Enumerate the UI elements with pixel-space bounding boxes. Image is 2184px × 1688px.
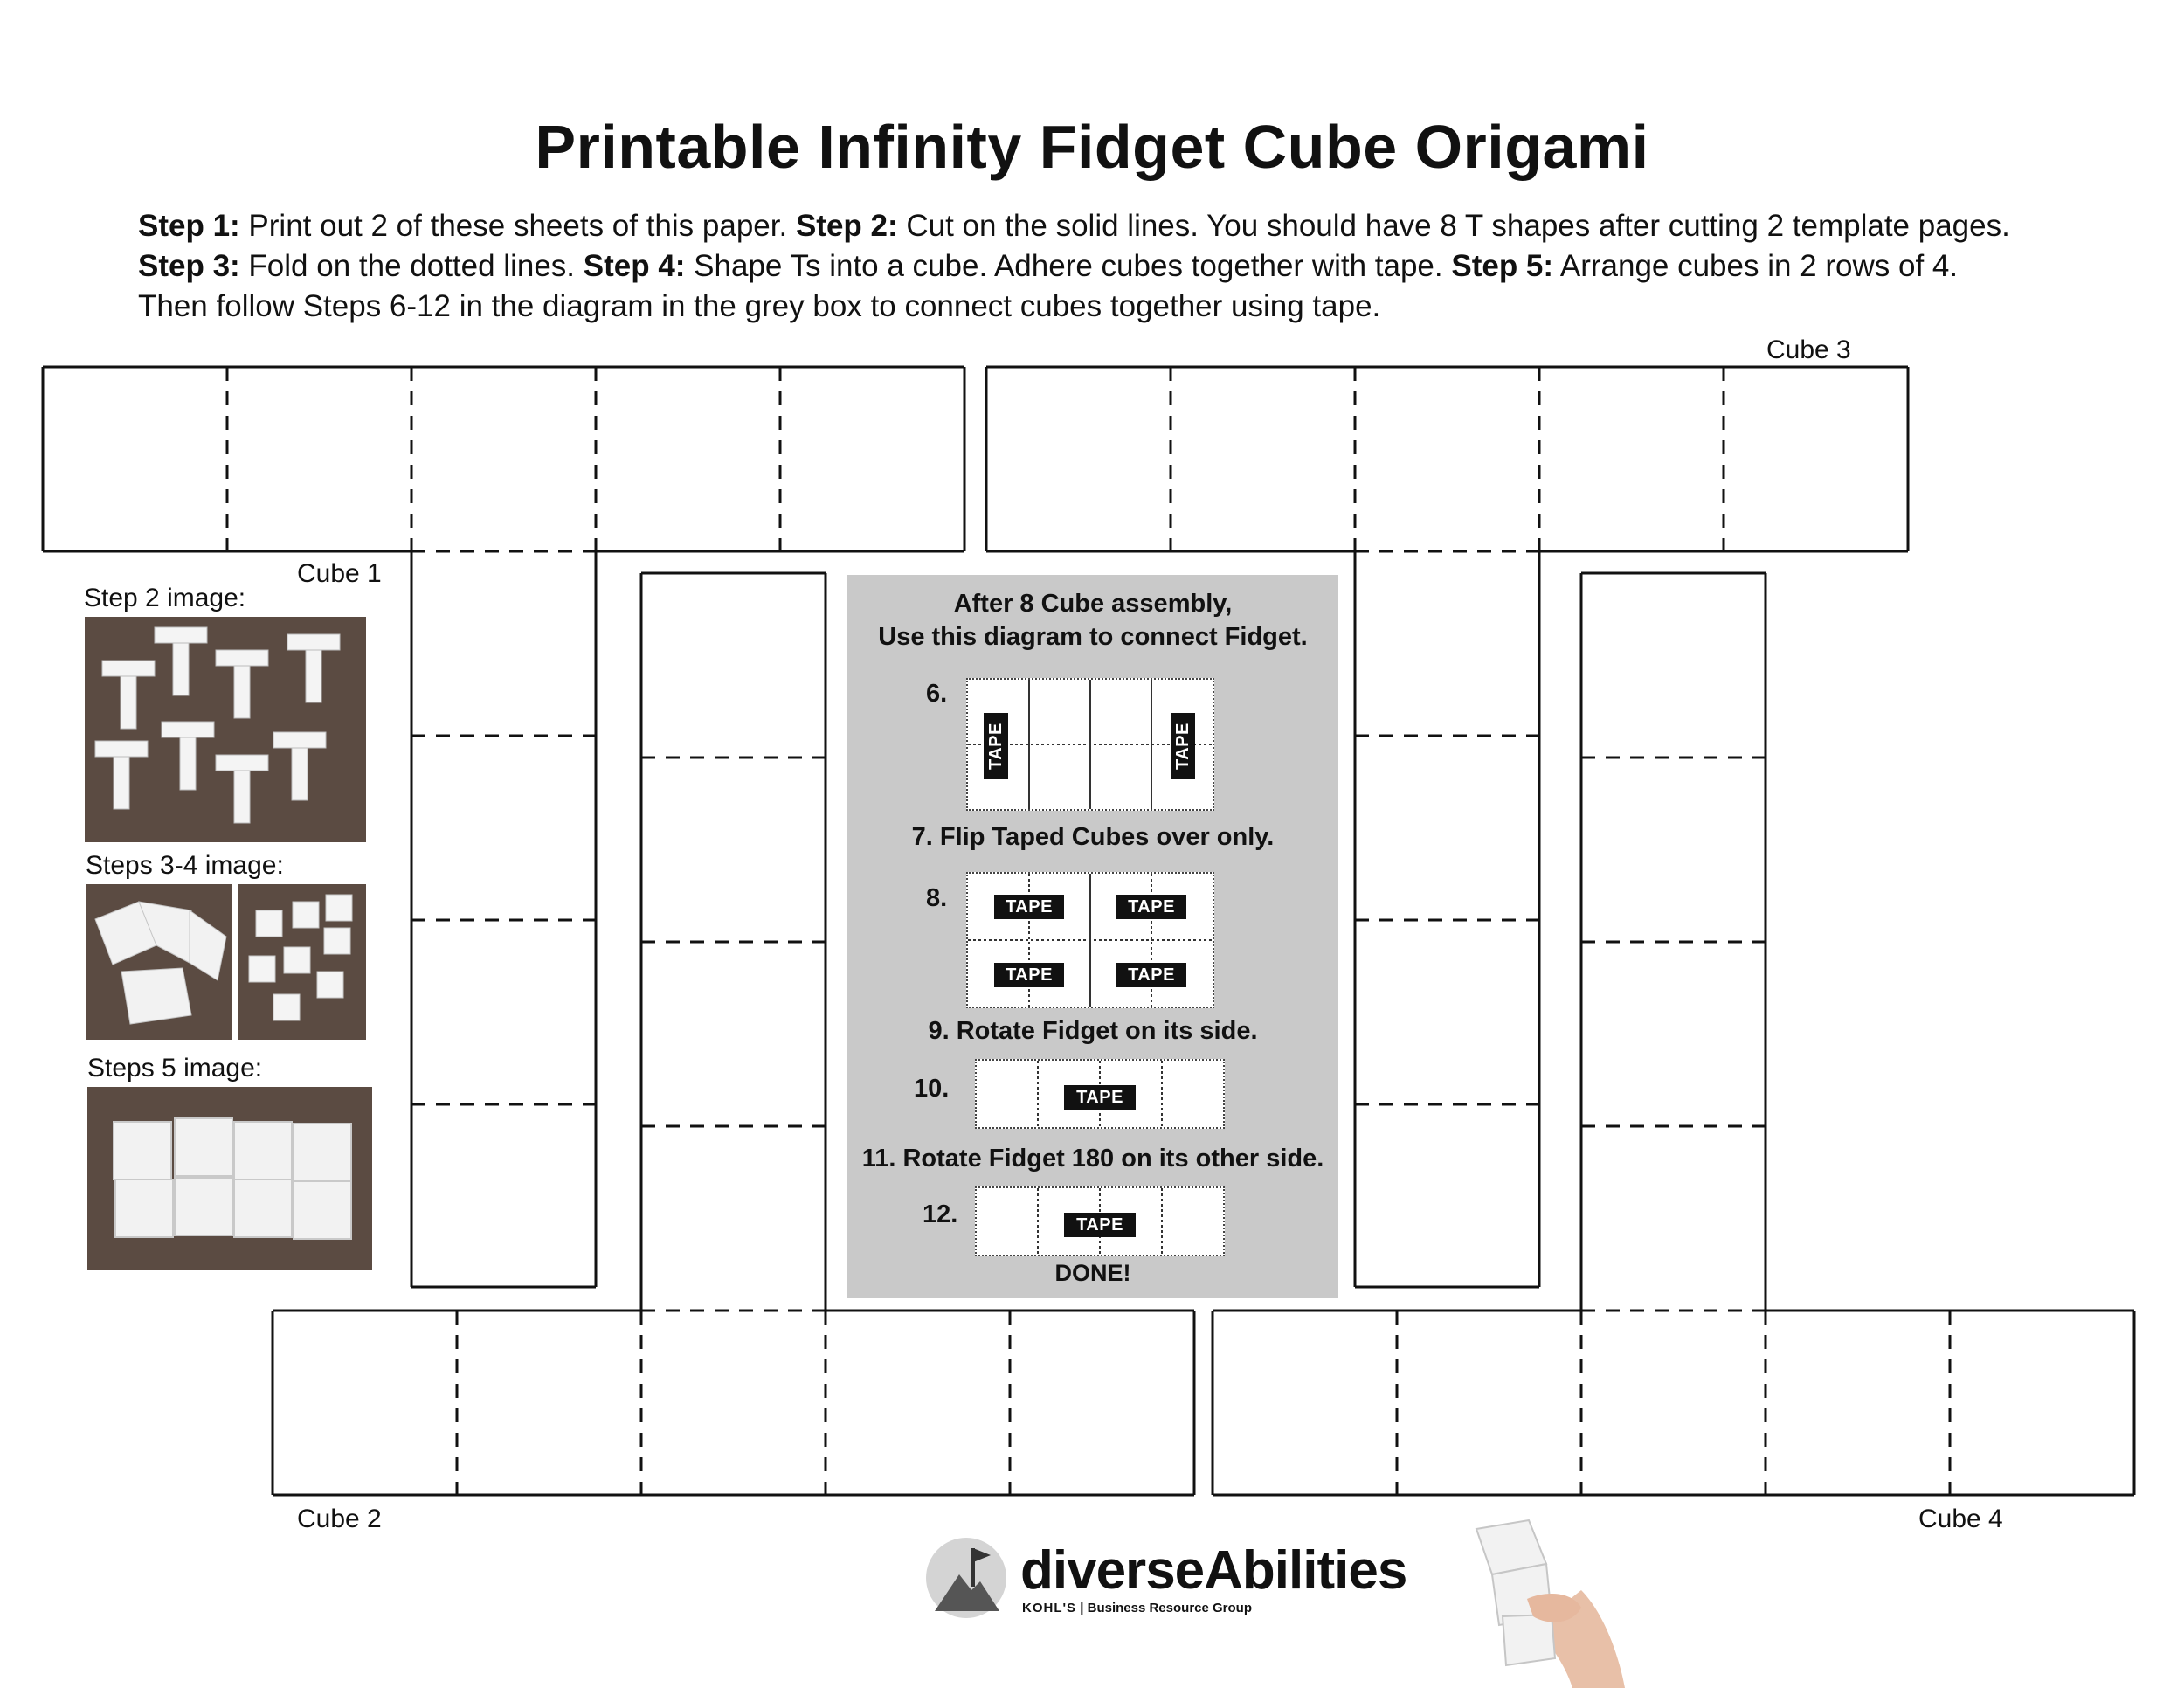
- assembly-diagram-panel: After 8 Cube assembly, Use this diagram …: [847, 575, 1338, 1298]
- step-11-text: 11. Rotate Fidget 180 on its other side.: [861, 1145, 1324, 1173]
- instruction-text: Fold on the dotted lines.: [239, 249, 584, 283]
- step-label: Step 5:: [1451, 249, 1554, 283]
- tape-strip: TAPE: [984, 713, 1008, 779]
- instruction-text: Arrange cubes in 2 rows of 4.: [1553, 249, 1959, 283]
- tape-strip: TAPE: [994, 963, 1064, 987]
- steps-3-4-photo-b: [238, 884, 366, 1040]
- tape-strip: TAPE: [1116, 963, 1186, 987]
- instruction-text: Then follow Steps 6-12 in the diagram in…: [138, 289, 1381, 323]
- steps-3-4-photo-a: [86, 884, 232, 1040]
- page-title: Printable Infinity Fidget Cube Origami: [535, 113, 1649, 181]
- hand-holding-cube-photo: [1450, 1512, 1642, 1688]
- tape-strip: TAPE: [1116, 895, 1186, 919]
- step-6-number: 6.: [926, 680, 948, 708]
- cube-4-label: Cube 4: [1918, 1505, 2003, 1533]
- tape-strip: TAPE: [1171, 713, 1195, 779]
- kohls-brand: KOHL'S: [1022, 1601, 1077, 1615]
- instruction-text: Print out 2 of these sheets of this pape…: [239, 209, 796, 243]
- logo-wordmark: diverseAbilities: [1020, 1540, 1407, 1601]
- cube-2-label: Cube 2: [297, 1505, 382, 1533]
- step-9-text: 9. Rotate Fidget on its side.: [928, 1017, 1258, 1045]
- diagram-heading-line-2: Use this diagram to connect Fidget.: [878, 623, 1308, 651]
- mountain-flag-icon: [926, 1538, 1006, 1618]
- instruction-text: Cut on the solid lines. You should have …: [897, 209, 2010, 243]
- steps-3-4-image-label: Steps 3-4 image:: [86, 851, 284, 880]
- instruction-text: Shape Ts into a cube. Adhere cubes toget…: [685, 249, 1452, 283]
- step-label: Step 3:: [138, 249, 240, 283]
- diagram-heading: After 8 Cube assembly, Use this diagram …: [847, 587, 1338, 654]
- step-label: Step 2:: [795, 209, 898, 243]
- step-12-grid: TAPE: [975, 1186, 1225, 1256]
- step-10-number: 10.: [914, 1075, 950, 1103]
- tape-strip: TAPE: [994, 895, 1064, 919]
- steps-5-photo: [87, 1087, 372, 1270]
- done-text: DONE!: [1054, 1260, 1131, 1286]
- step-label: Step 1:: [138, 209, 240, 243]
- instructions-line-3: Then follow Steps 6-12 in the diagram in…: [138, 287, 2147, 327]
- step-2-photo: [85, 617, 366, 842]
- step-6-grid: TAPE TAPE: [966, 678, 1214, 811]
- tape-strip: TAPE: [1064, 1213, 1136, 1237]
- step-8-grid: TAPE TAPE TAPE TAPE: [966, 872, 1214, 1008]
- cube-1-label: Cube 1: [297, 559, 382, 588]
- step-label: Step 4:: [583, 249, 686, 283]
- step-2-image-label: Step 2 image:: [84, 584, 246, 612]
- diagram-heading-line-1: After 8 Cube assembly,: [953, 590, 1233, 618]
- logo-sub-text: | Business Resource Group: [1076, 1601, 1252, 1615]
- instructions-line-1: Step 1: Print out 2 of these sheets of t…: [138, 206, 2147, 246]
- step-12-number: 12.: [923, 1200, 958, 1228]
- instructions-line-2: Step 3: Fold on the dotted lines. Step 4…: [138, 246, 2147, 287]
- logo-subtitle: KOHL'S | Business Resource Group: [1022, 1601, 1252, 1615]
- step-8-number: 8.: [926, 884, 948, 912]
- instructions: Step 1: Print out 2 of these sheets of t…: [138, 206, 2147, 327]
- tape-strip: TAPE: [1064, 1085, 1136, 1110]
- step-10-grid: TAPE: [975, 1059, 1225, 1129]
- cube-3-label: Cube 3: [1766, 336, 1851, 364]
- steps-5-image-label: Steps 5 image:: [87, 1054, 263, 1083]
- step-7-text: 7. Flip Taped Cubes over only.: [911, 823, 1275, 851]
